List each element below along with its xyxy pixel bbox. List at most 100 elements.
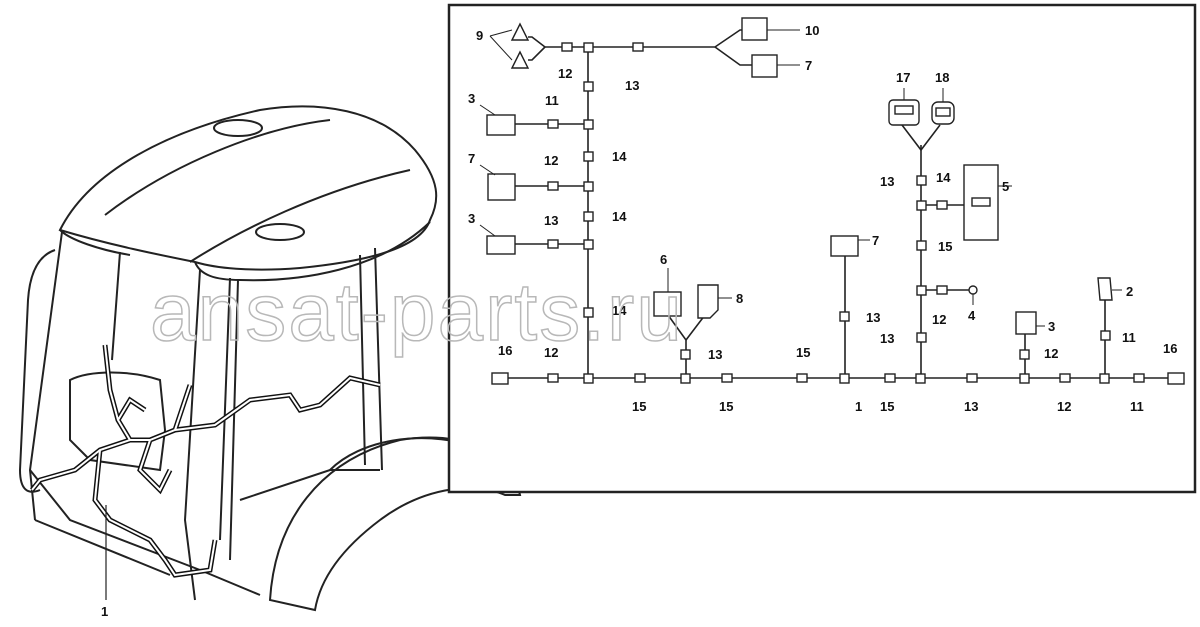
cab-harness-route-inner	[31, 344, 381, 577]
callout-8: 8	[736, 291, 743, 306]
callout-14-d: 14	[936, 170, 951, 185]
callout-11-c: 11	[1130, 399, 1144, 414]
inline-connector	[966, 373, 978, 383]
cab-roof-front	[59, 221, 431, 282]
callout-13-f: 13	[880, 331, 894, 346]
inline-connector	[583, 373, 594, 384]
callout-12-b: 12	[544, 153, 558, 168]
callout-13-b: 13	[544, 213, 558, 228]
component-5-tab	[971, 197, 991, 207]
callout-16-left: 16	[498, 343, 512, 358]
inline-connector	[916, 200, 927, 211]
callout-13-top: 13	[625, 78, 639, 93]
inline-connector	[583, 181, 594, 192]
callout-7-top: 7	[805, 58, 812, 73]
callout-3-b: 3	[468, 211, 475, 226]
component-7-top	[751, 54, 778, 78]
callout-18: 18	[935, 70, 949, 85]
cab-seat	[69, 371, 167, 472]
callout-14-a: 14	[612, 149, 627, 164]
cab-illustration: 1	[18, 105, 522, 619]
callout-15-b: 15	[719, 399, 733, 414]
callout-6: 6	[660, 252, 667, 267]
watermark-text: ansat-parts.ru	[150, 267, 684, 358]
cab-roof-ridge	[104, 119, 411, 263]
inline-connector	[916, 240, 927, 251]
callout-1: 1	[855, 399, 862, 414]
callout-15-d: 15	[880, 399, 894, 414]
cab-callout-1: 1	[101, 604, 108, 619]
callout-13-c: 13	[708, 347, 722, 362]
inline-connector	[632, 42, 644, 52]
inline-connector	[583, 151, 594, 162]
callout-10: 10	[805, 23, 819, 38]
callout-13-g: 13	[964, 399, 978, 414]
callout-11-b: 11	[1122, 330, 1136, 345]
inline-connector	[839, 373, 850, 384]
component-9-upper	[510, 22, 530, 41]
callout-11-a: 11	[545, 93, 559, 108]
inline-connector	[583, 81, 594, 92]
cab-roof	[58, 105, 438, 271]
callout-3-right: 3	[1048, 319, 1055, 334]
inline-connector	[634, 373, 646, 383]
inline-connector	[915, 373, 926, 384]
inline-connector	[721, 373, 733, 383]
inline-connector	[916, 285, 927, 296]
callout-15-e: 15	[938, 239, 952, 254]
component-3-a	[486, 114, 516, 136]
inline-connector	[1059, 373, 1071, 383]
component-2	[1097, 277, 1113, 301]
schematic-callouts: 9 10 7 12 13 3 11 14 7 12 14 3 13 14 6 8…	[468, 23, 1177, 414]
inline-connector	[547, 119, 559, 129]
callout-16-right: 16	[1163, 341, 1177, 356]
callout-14-c: 14	[612, 303, 627, 318]
inline-connector	[561, 42, 573, 52]
roof-hatch-rear	[213, 119, 263, 137]
inline-connector	[839, 311, 850, 322]
component-18-pins	[935, 107, 951, 117]
inline-connector	[680, 373, 691, 384]
callout-14-b: 14	[612, 209, 627, 224]
callout-3-a: 3	[468, 91, 475, 106]
inline-connector	[936, 200, 948, 210]
callout-7-left: 7	[468, 151, 475, 166]
inline-connector	[583, 119, 594, 130]
inline-connector	[1019, 373, 1030, 384]
callout-2: 2	[1126, 284, 1133, 299]
callout-12-c: 12	[544, 345, 558, 360]
inline-connector	[583, 239, 594, 250]
callout-9: 9	[476, 28, 483, 43]
callout-17: 17	[896, 70, 910, 85]
inline-connector	[796, 373, 808, 383]
component-7-center	[830, 235, 859, 257]
inline-connector	[1019, 349, 1030, 360]
component-17-pins	[894, 105, 914, 115]
callout-13-d: 13	[866, 310, 880, 325]
schematic-frame	[447, 3, 1197, 494]
component-16-left	[491, 372, 509, 385]
component-16-right	[1167, 372, 1185, 385]
inline-connector	[916, 175, 927, 186]
ring-terminal	[968, 285, 978, 295]
callout-15-c: 15	[796, 345, 810, 360]
inline-connector	[583, 42, 594, 53]
inline-connector	[884, 373, 896, 383]
inline-connector	[583, 211, 594, 222]
inline-connector	[1133, 373, 1145, 383]
component-8	[697, 284, 719, 319]
component-6	[653, 291, 682, 317]
inline-connector	[547, 239, 559, 249]
callout-7-center: 7	[872, 233, 879, 248]
roof-hatch-front	[255, 223, 305, 241]
cab-side-rail	[18, 249, 56, 493]
component-3-right	[1015, 311, 1037, 335]
inline-connector	[916, 332, 927, 343]
callout-12-d: 12	[932, 312, 946, 327]
inline-connector	[547, 181, 559, 191]
component-3-b	[486, 235, 516, 255]
component-9-lower	[510, 50, 530, 69]
inline-connector	[583, 307, 594, 318]
callout-13-e: 13	[880, 174, 894, 189]
